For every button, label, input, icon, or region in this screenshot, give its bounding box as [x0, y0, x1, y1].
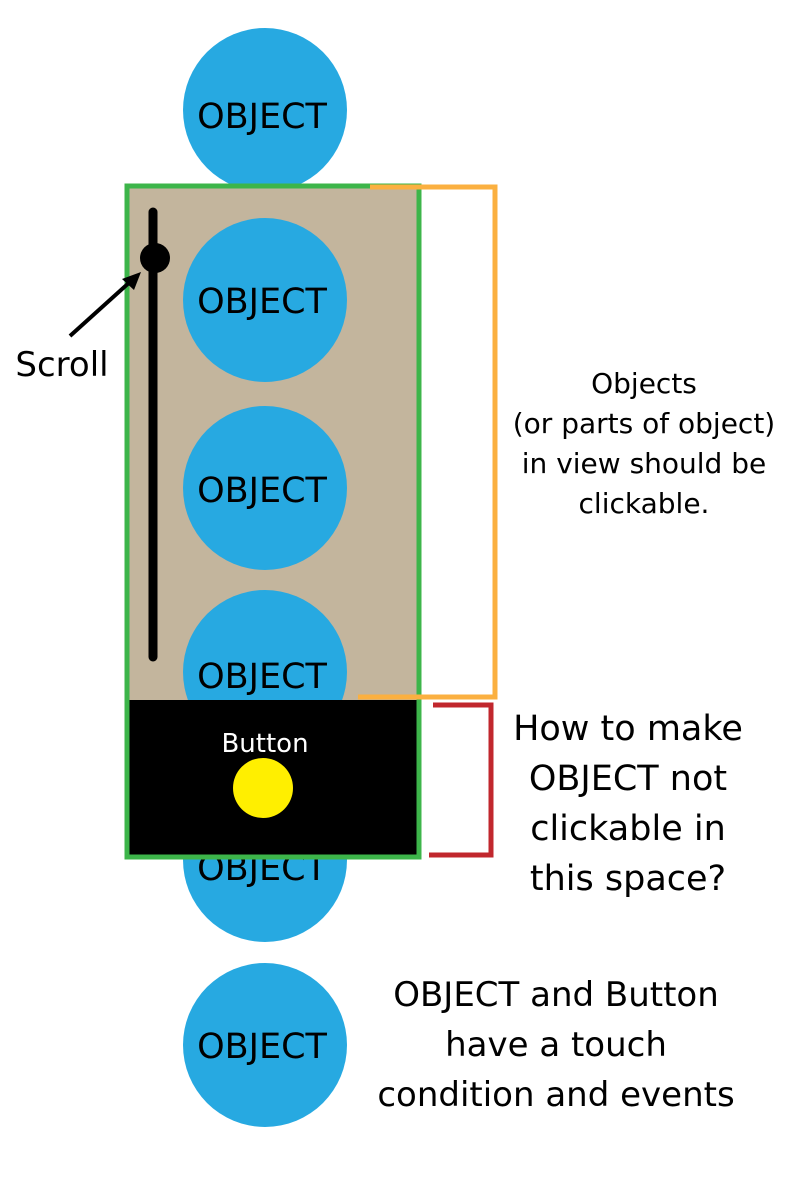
- question-note-line-2: OBJECT not: [529, 759, 727, 799]
- button-dot[interactable]: [233, 758, 293, 818]
- question-note-line-3: clickable in: [530, 809, 726, 849]
- object-circle-2[interactable]: [183, 218, 347, 382]
- button-area-bracket: [429, 702, 494, 858]
- viewport-border: [124, 183, 422, 860]
- question-note-line-1: How to make: [513, 709, 743, 749]
- touch-note-line-1: OBJECT and Button: [393, 975, 719, 1015]
- touch-note-line-2: have a touch: [445, 1025, 667, 1065]
- clickable-note: Objects (or parts of object) in view sho…: [513, 367, 775, 520]
- question-note-line-4: this space?: [530, 859, 726, 899]
- touch-note-line-3: condition and events: [377, 1075, 734, 1115]
- object-label-2: OBJECT: [197, 282, 327, 322]
- object-circle-1[interactable]: [183, 28, 347, 192]
- scroll-arrow: [68, 272, 141, 338]
- object-circle-4[interactable]: [183, 590, 347, 754]
- object-circle-6[interactable]: [183, 963, 347, 1127]
- question-note: How to make OBJECT not clickable in this…: [513, 709, 743, 899]
- scrollbar-thumb[interactable]: [140, 243, 170, 273]
- object-label-6: OBJECT: [197, 1027, 327, 1067]
- touch-note: OBJECT and Button have a touch condition…: [377, 975, 734, 1115]
- clickable-note-line-4: clickable.: [579, 487, 710, 520]
- clickable-note-line-2: (or parts of object): [513, 407, 775, 440]
- clickable-note-line-1: Objects: [591, 367, 697, 400]
- button-label: Button: [221, 729, 308, 759]
- object-label-3: OBJECT: [197, 471, 327, 511]
- object-circle-3[interactable]: [183, 406, 347, 570]
- viewport-bracket: [358, 184, 498, 700]
- clickable-note-line-3: in view should be: [522, 447, 766, 480]
- scroll-label: Scroll: [15, 345, 108, 385]
- object-label-4: OBJECT: [197, 657, 327, 697]
- object-label-1: OBJECT: [197, 97, 327, 137]
